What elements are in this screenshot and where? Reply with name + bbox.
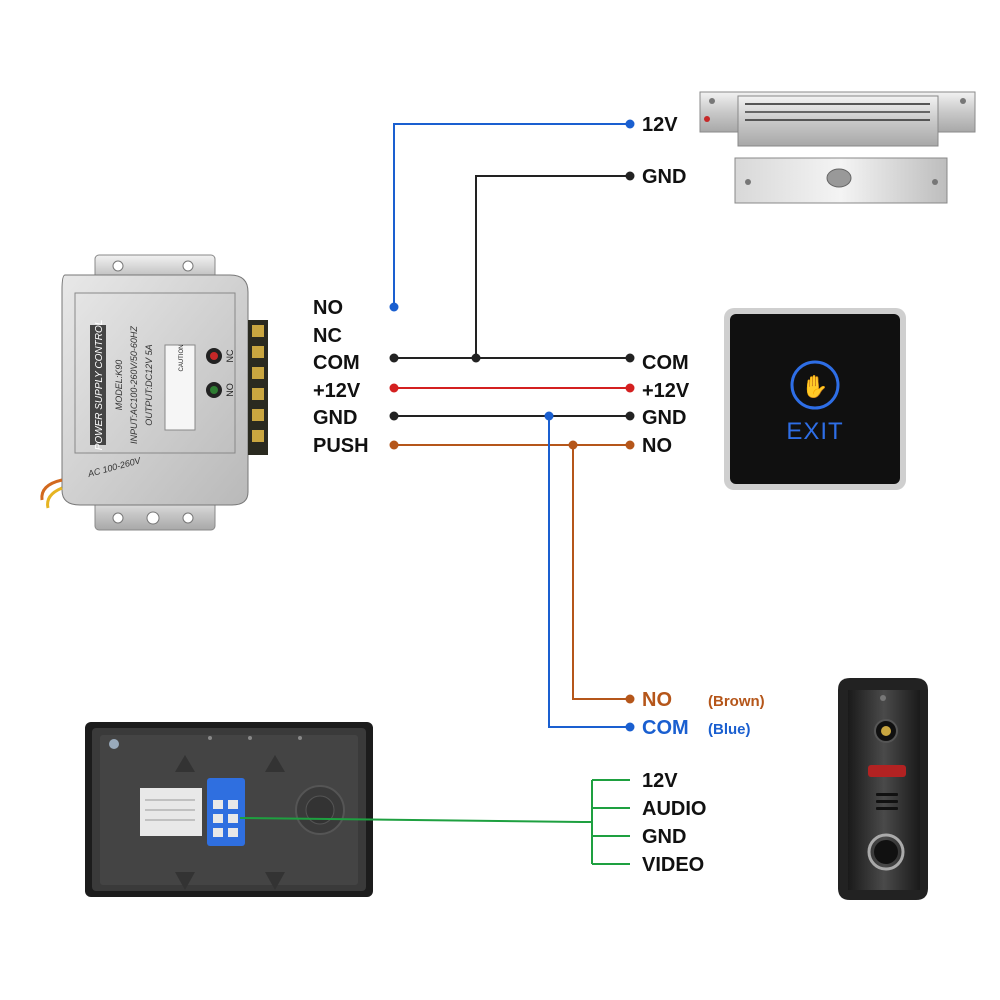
- exit-label-no: NO: [642, 435, 672, 457]
- psu-no-led-label: NO: [225, 383, 235, 397]
- dot-supply-gnd: [389, 411, 399, 421]
- doorbell-label-com: COM: [642, 717, 689, 739]
- exit-button-image: ✋ EXIT: [724, 308, 906, 490]
- dot-supply-no: [389, 302, 399, 312]
- supply-label-push: PUSH: [313, 435, 369, 457]
- magnetic-lock-image: [699, 91, 976, 204]
- psu-title: POWER SUPPLY CONTROL: [94, 320, 105, 451]
- indoor-monitor-image: [85, 722, 373, 897]
- wire-no-to-lock-12v: [393, 123, 630, 307]
- doorbell-note-brown: (Brown): [708, 693, 765, 710]
- dot-exit-no: [625, 440, 635, 450]
- exit-label-gnd: GND: [642, 407, 686, 429]
- dot-exit-12v: [625, 383, 635, 393]
- dot-doorbell-no: [625, 694, 635, 704]
- dot-supply-push: [389, 440, 399, 450]
- supply-label-nc: NC: [313, 325, 342, 347]
- supply-label-com: COM: [313, 352, 360, 374]
- wire-monitor-bundle: [239, 817, 583, 823]
- exit-text: EXIT: [786, 418, 843, 445]
- dot-junction-com: [471, 353, 481, 363]
- power-supply-image: POWER SUPPLY CONTROL MODEL:K90 INPUT:AC1…: [40, 254, 268, 531]
- supply-label-no: NO: [313, 297, 343, 319]
- psu-model: MODEL:K90: [114, 360, 124, 411]
- psu-nc-led-label: NC: [225, 349, 235, 362]
- doorbell-label-no: NO: [642, 689, 672, 711]
- monitor-label-gnd: GND: [642, 826, 686, 848]
- dot-junction-push: [568, 440, 578, 450]
- psu-output: OUTPUT:DC12V 5A: [144, 344, 154, 425]
- monitor-label-video: VIDEO: [642, 854, 704, 876]
- monitor-label-12v: 12V: [642, 770, 678, 792]
- dot-supply-com: [389, 353, 399, 363]
- wire-push-to-doorbell-no: [572, 445, 630, 700]
- dot-doorbell-com: [625, 722, 635, 732]
- psu-caution: CAUTION: [179, 345, 185, 372]
- psu-input: INPUT:AC100-260V/50-60HZ: [129, 326, 139, 444]
- wire-lock-gnd: [475, 175, 630, 358]
- dot-lock-gnd: [625, 171, 635, 181]
- lock-label-gnd: GND: [642, 166, 686, 188]
- dot-supply-12v: [389, 383, 399, 393]
- doorbell-camera-image: [838, 678, 928, 900]
- exit-label-12v: +12V: [642, 380, 690, 402]
- dot-exit-com: [625, 353, 635, 363]
- supply-label-gnd: GND: [313, 407, 357, 429]
- hand-icon: ✋: [801, 374, 828, 400]
- exit-label-com: COM: [642, 352, 689, 374]
- wire-gnd-to-doorbell-com: [548, 416, 630, 728]
- supply-label-12v: +12V: [313, 380, 361, 402]
- lock-label-12v: 12V: [642, 114, 678, 136]
- dot-exit-gnd: [625, 411, 635, 421]
- dot-junction-gnd: [544, 411, 554, 421]
- dot-lock-12v: [625, 119, 635, 129]
- monitor-label-audio: AUDIO: [642, 798, 706, 820]
- doorbell-note-blue: (Blue): [708, 721, 751, 738]
